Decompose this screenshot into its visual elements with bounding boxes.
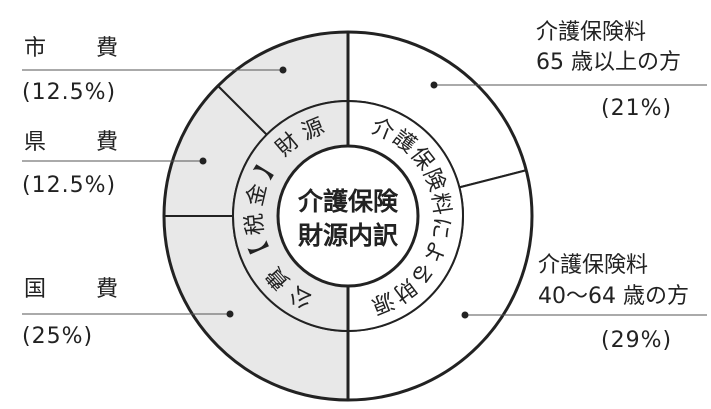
public-ring-text-char-3: 税 xyxy=(242,212,269,236)
leader-dot-city xyxy=(279,66,287,74)
premium40-label-line2: 40～64 歳の方 xyxy=(538,284,689,309)
premium-ring-text-char-5: に xyxy=(426,216,454,241)
center-label-line-2: 財源内訳 xyxy=(298,221,399,250)
leader-dot-premium40 xyxy=(461,311,469,319)
national-label: 国 費 xyxy=(24,277,133,302)
center-circle xyxy=(276,144,420,288)
prefecture-percent: (12.5%) xyxy=(22,173,117,198)
city-label: 市 費 xyxy=(24,36,133,61)
center-label-line-1: 介護保険 xyxy=(297,187,399,216)
premium-ring-text-char-4: 料 xyxy=(426,191,454,216)
city-percent: (12.5%) xyxy=(22,80,117,105)
premium65-percent: (21%) xyxy=(601,96,673,121)
leader-dot-prefecture xyxy=(199,157,207,165)
premium40-label-line1: 介護保険料 xyxy=(538,253,649,278)
premium65-label-line2: 65 歳以上の方 xyxy=(536,50,681,75)
national-percent: (25%) xyxy=(22,324,94,349)
premium65-label-line1: 介護保険料 xyxy=(536,20,647,45)
leader-dot-premium65 xyxy=(430,81,438,89)
premium40-percent: (29%) xyxy=(601,328,673,353)
prefecture-label: 県 費 xyxy=(24,130,133,155)
leader-dot-national xyxy=(226,310,234,318)
